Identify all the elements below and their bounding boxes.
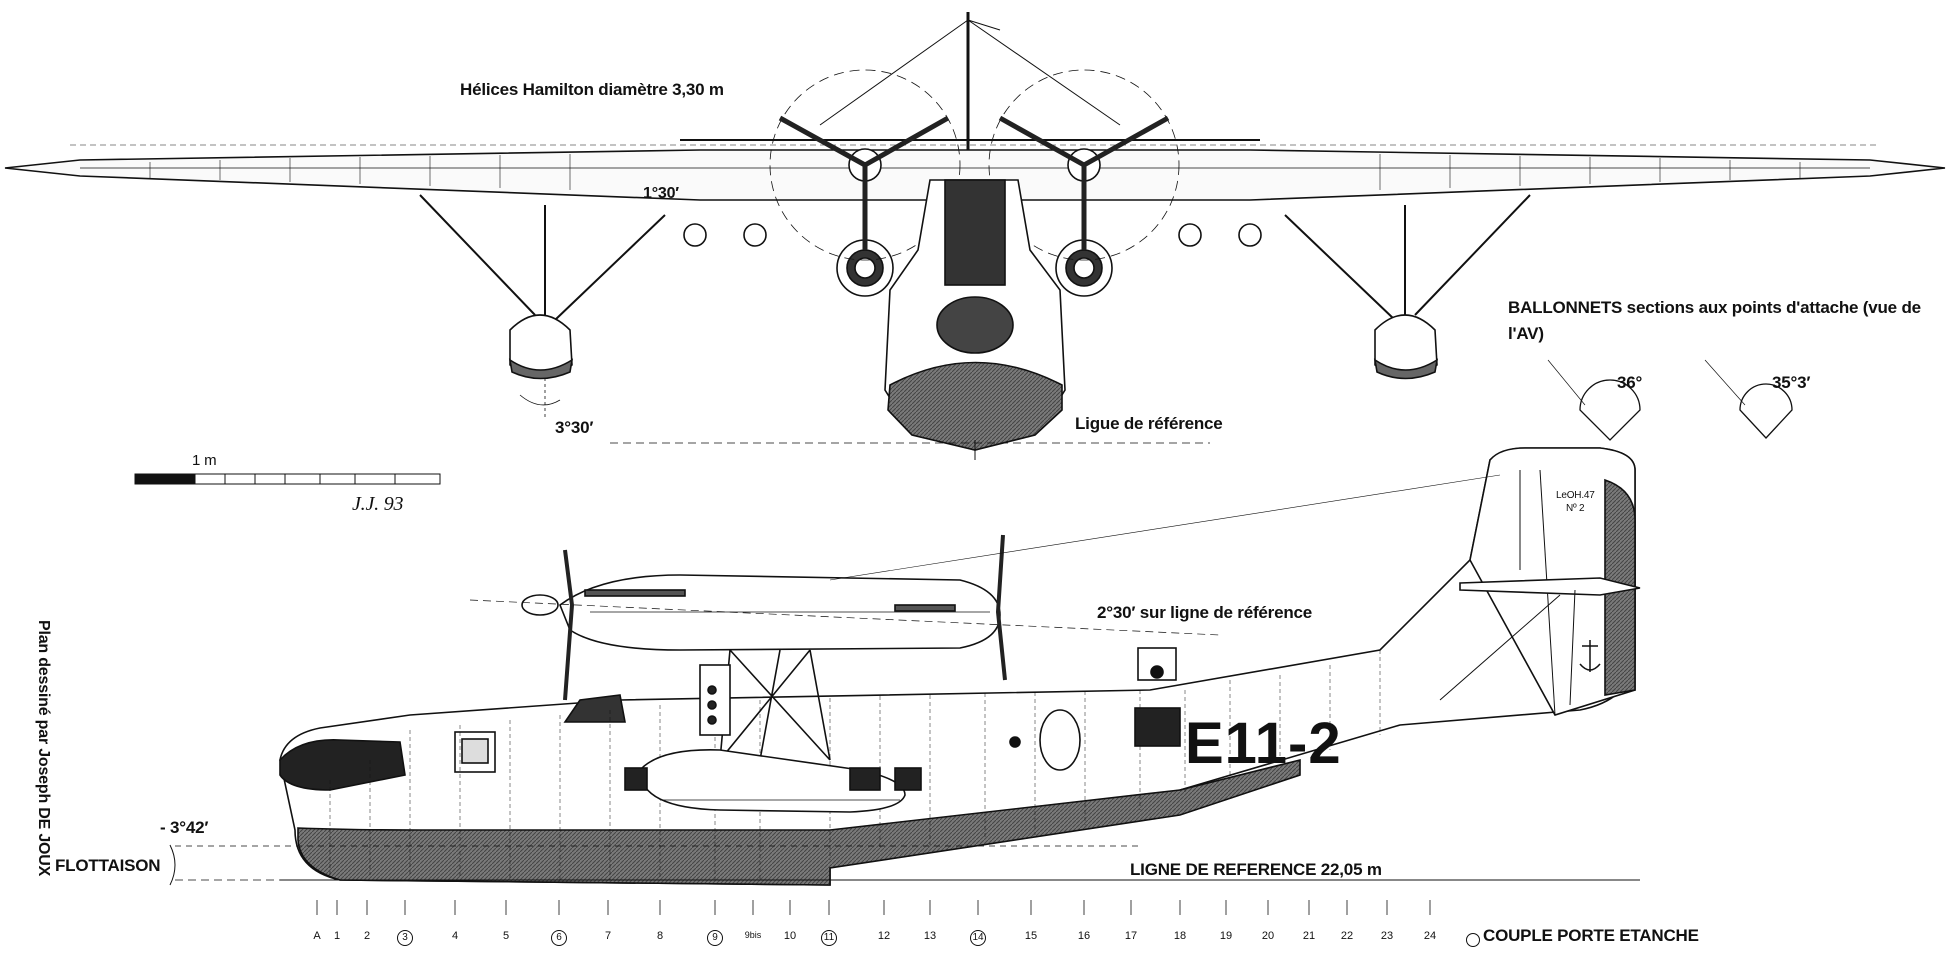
frame-number: 18	[1173, 930, 1187, 942]
side-nacelle	[559, 574, 1001, 651]
anchor-icon	[1579, 640, 1601, 672]
frame-number: 21	[1302, 930, 1316, 942]
frame-number: 17	[1124, 930, 1138, 942]
frame-legend-label: COUPLE PORTE ETANCHE	[1483, 926, 1699, 945]
fin-text-type: LeOH.47	[1556, 490, 1595, 501]
frame-number-watertight: 9	[707, 930, 723, 946]
reference-length-label: LIGNE DE REFERENCE 22,05 m	[1130, 860, 1382, 879]
frame-number: 2	[363, 930, 371, 942]
frame-number: 24	[1423, 930, 1437, 942]
floats-section-title: BALLONNETS sections aux points d'attache…	[1508, 298, 1921, 343]
fin-text-number: Nº 2	[1566, 503, 1585, 514]
incidence-label: 2°30′ sur ligne de référence	[1097, 603, 1313, 622]
front-float-left	[508, 314, 574, 380]
scale-bar	[134, 473, 441, 485]
front-engine-left	[769, 69, 961, 297]
reference-line-label: Ligue de référence	[1075, 414, 1223, 433]
frame-number-watertight: 6	[551, 930, 567, 946]
frame-number-watertight: 11	[821, 930, 837, 946]
draftsman-signature: J.J. 93	[352, 493, 404, 515]
front-view	[4, 12, 1946, 460]
frame-number: 10	[783, 930, 797, 942]
registration-marking: E11-2	[1185, 711, 1342, 776]
scale-label: 1 m	[192, 452, 217, 469]
watertight-frame-legend-symbol	[1466, 933, 1480, 947]
float-angle-right-label: 35°3′	[1772, 373, 1811, 392]
float-angle-label: 3°30′	[555, 418, 594, 437]
float-sections	[1547, 359, 1793, 441]
frame-number: 20	[1261, 930, 1275, 942]
frame-ticks	[316, 900, 1431, 915]
frame-number: 8	[656, 930, 664, 942]
frame-number: 22	[1340, 930, 1354, 942]
frame-number: 4	[451, 930, 459, 942]
waterline-angle-label: - 3°42′	[160, 818, 209, 837]
frame-number-watertight: 3	[397, 930, 413, 946]
frame-number: 13	[923, 930, 937, 942]
front-wing	[4, 149, 1946, 201]
front-engine-right	[988, 69, 1180, 297]
frame-number: 23	[1380, 930, 1394, 942]
front-float-right	[1373, 314, 1439, 380]
side-float	[639, 749, 906, 813]
frame-number: 19	[1219, 930, 1233, 942]
frame-number: 5	[502, 930, 510, 942]
frame-number: 15	[1024, 930, 1038, 942]
frame-number: 12	[877, 930, 891, 942]
frame-number: 9bis	[744, 930, 762, 940]
propeller-label: Hélices Hamilton diamètre 3,30 m	[460, 80, 724, 99]
frame-number-watertight: 14	[970, 930, 986, 946]
float-angle-left-label: 36°	[1617, 373, 1643, 392]
frame-number: 1	[333, 930, 341, 942]
side-view	[169, 447, 1641, 886]
frame-number: 7	[604, 930, 612, 942]
credit-text: Plan dessiné par Joseph DE JOUX	[35, 620, 52, 877]
frame-number: 16	[1077, 930, 1091, 942]
frame-number: A	[313, 930, 321, 942]
waterline-label: FLOTTAISON	[55, 856, 161, 875]
dihedral-angle-label: 1°30′	[643, 185, 679, 202]
